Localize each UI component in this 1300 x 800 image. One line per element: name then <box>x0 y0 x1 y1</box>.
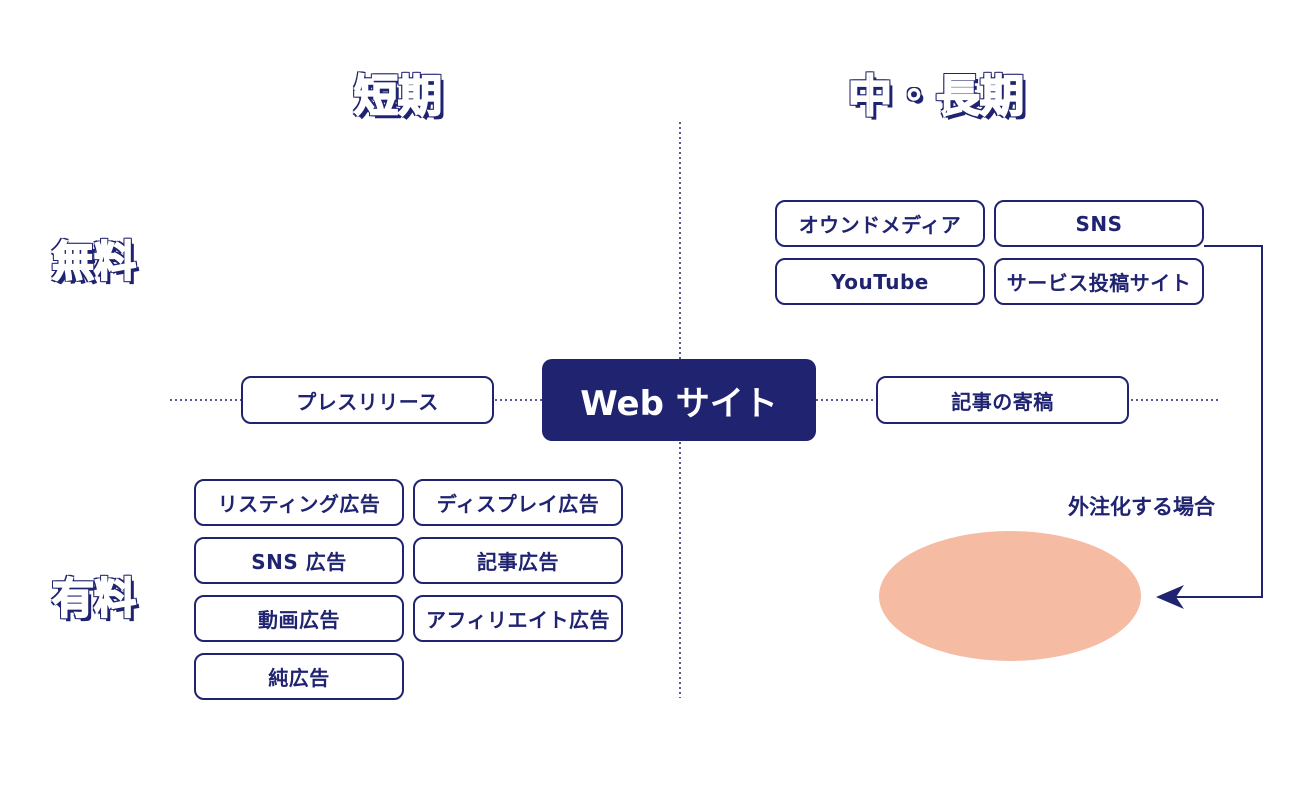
box-service-posting-site: サービス投稿サイト <box>994 258 1204 305</box>
center-website: Web サイト <box>542 359 816 441</box>
box-pure-ad: 純広告 <box>194 653 404 700</box>
box-sns: SNS <box>994 200 1204 247</box>
box-youtube: YouTube <box>775 258 985 305</box>
outsource-ellipse <box>879 531 1141 661</box>
outsource-label: 外注化する場合 <box>1068 495 1215 519</box>
heading-paid: 有料 <box>51 573 137 624</box>
outsource-arrow <box>1156 245 1263 609</box>
box-video-ad: 動画広告 <box>194 595 404 642</box>
box-sns-ad: SNS 広告 <box>194 537 404 584</box>
heading-long-term: 中・長期 <box>847 70 1025 123</box>
box-affiliate-ad: アフィリエイト広告 <box>413 595 623 642</box>
heading-free: 無料 <box>51 236 137 287</box>
box-press-release: プレスリリース <box>241 376 494 424</box>
box-display-ad: ディスプレイ広告 <box>413 479 623 526</box>
box-owned-media: オウンドメディア <box>775 200 985 247</box>
box-listing-ad: リスティング広告 <box>194 479 404 526</box>
box-article-ad: 記事広告 <box>413 537 623 584</box>
heading-short-term: 短期 <box>353 70 443 123</box>
box-article-contribution: 記事の寄稿 <box>876 376 1129 424</box>
